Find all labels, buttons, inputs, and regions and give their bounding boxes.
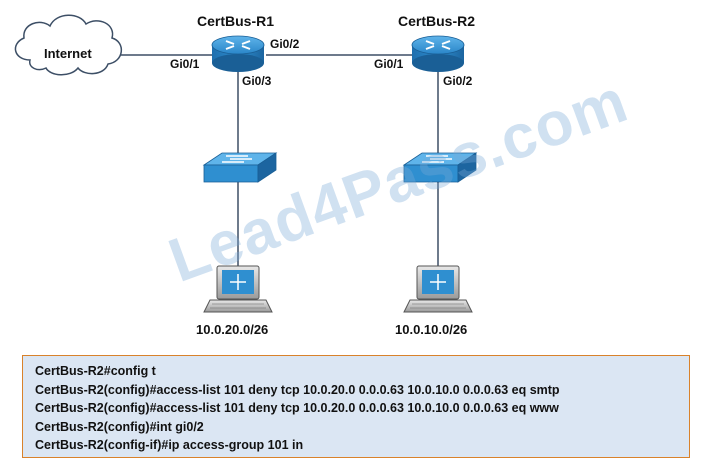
cli-line: CertBus-R2#config t: [35, 364, 156, 378]
internet-cloud-icon: [14, 14, 122, 76]
r1-port-gi02: Gi0/2: [270, 37, 300, 51]
switch-1-icon: [202, 152, 278, 183]
cli-line: CertBus-R2(config)#access-list 101 deny …: [35, 382, 560, 397]
r1-port-gi03: Gi0/3: [242, 74, 272, 88]
router-r1-label: CertBus-R1: [197, 13, 275, 29]
r2-port-gi01: Gi0/1: [374, 57, 404, 71]
router-r2-icon: [411, 35, 465, 72]
pc-2-icon: [403, 265, 473, 313]
cli-line: CertBus-R2(config)#access-list 101 deny …: [35, 401, 559, 415]
r1-port-gi01: Gi0/1: [170, 57, 200, 71]
subnet-right-label: 10.0.10.0/26: [395, 322, 468, 337]
subnet-left-label: 10.0.20.0/26: [196, 322, 269, 337]
cli-config-box: CertBus-R2#config t CertBus-R2(config)#a…: [22, 355, 690, 458]
router-r2-label: CertBus-R2: [398, 13, 476, 29]
router-r1-icon: [211, 35, 265, 72]
pc-1-icon: [203, 265, 273, 313]
r2-port-gi02: Gi0/2: [443, 74, 473, 88]
internet-label: Internet: [44, 46, 92, 61]
switch-2-icon: [402, 152, 478, 183]
cli-line: CertBus-R2(config)#int gi0/2: [35, 419, 204, 434]
cli-line: CertBus-R2(config-if)#ip access-group 10…: [35, 438, 304, 452]
